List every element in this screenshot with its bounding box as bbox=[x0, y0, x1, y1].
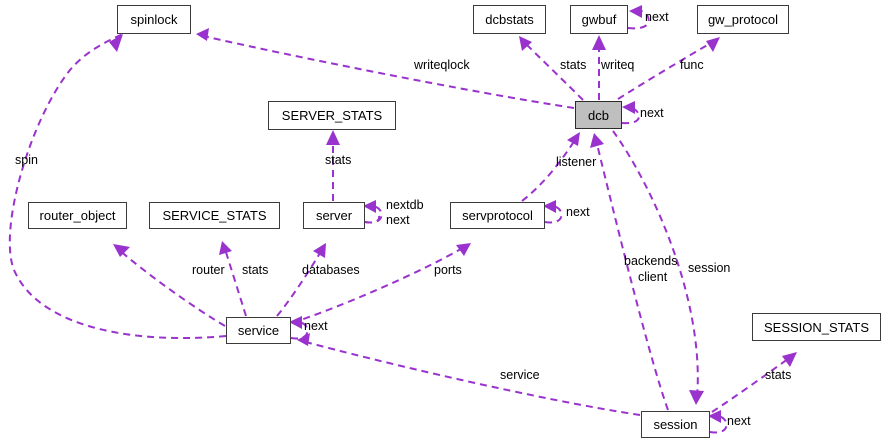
edge-session-session bbox=[708, 410, 728, 434]
edge-session-service bbox=[297, 333, 641, 416]
edge-label-next-session: next bbox=[727, 414, 751, 428]
edge-server-server-next bbox=[364, 215, 381, 224]
node-server[interactable]: server bbox=[303, 202, 365, 229]
node-dcbstats[interactable]: dcbstats bbox=[473, 5, 546, 34]
edge-session-sessionstats bbox=[711, 352, 797, 413]
edge-service-service bbox=[289, 316, 309, 340]
edge-label-func: func bbox=[680, 58, 704, 72]
edge-dcb-spinlock bbox=[196, 28, 575, 109]
node-dcb[interactable]: dcb bbox=[575, 101, 622, 129]
node-session-stats[interactable]: SESSION_STATS bbox=[752, 313, 881, 341]
edge-label-spin: spin bbox=[15, 153, 38, 167]
node-service-stats[interactable]: SERVICE_STATS bbox=[149, 202, 280, 229]
edge-session-dcb-backends bbox=[590, 133, 669, 411]
node-label: dcb bbox=[588, 107, 609, 123]
node-server-stats[interactable]: SERVER_STATS bbox=[268, 101, 396, 130]
edge-service-servprotocol bbox=[291, 243, 471, 324]
edge-label-session: session bbox=[688, 261, 731, 275]
edge-label-next-service: next bbox=[304, 319, 328, 333]
edge-label-next-gwbuf: next bbox=[645, 10, 669, 24]
edge-dcb-gwbuf bbox=[592, 35, 606, 100]
node-servprotocol[interactable]: servprotocol bbox=[450, 202, 545, 229]
edge-label-writeq: writeq bbox=[601, 58, 635, 72]
edge-label-stats-dcb-dcbstats: stats bbox=[560, 58, 587, 72]
node-label: dcbstats bbox=[485, 12, 534, 27]
node-router-object[interactable]: router_object bbox=[28, 202, 127, 229]
edge-service-routerobject bbox=[113, 244, 226, 327]
node-gwbuf[interactable]: gwbuf bbox=[570, 5, 628, 34]
edge-label-stats-service: stats bbox=[242, 263, 269, 277]
edge-label-ports: ports bbox=[434, 263, 462, 277]
edge-label-nextdb: nextdb bbox=[386, 198, 424, 212]
edge-dcb-gwprotocol bbox=[617, 37, 720, 100]
edge-label-next-dcb: next bbox=[640, 106, 664, 120]
edge-label-next-servprotocol: next bbox=[566, 205, 590, 219]
node-label: router_object bbox=[39, 208, 116, 223]
edge-dcb-session bbox=[612, 130, 704, 405]
edge-dcb-dcb bbox=[621, 101, 640, 125]
edge-label-router: router bbox=[192, 263, 225, 277]
node-label: service bbox=[237, 323, 280, 338]
edge-label-writeqlock: writeqlock bbox=[414, 58, 470, 72]
edge-label-service: service bbox=[500, 368, 540, 382]
edge-label-stats-session: stats bbox=[765, 368, 792, 382]
node-label: SESSION_STATS bbox=[764, 319, 869, 335]
node-label: spinlock bbox=[130, 12, 178, 27]
edge-service-server bbox=[276, 243, 326, 317]
node-label: SERVICE_STATS bbox=[162, 208, 267, 223]
node-spinlock[interactable]: spinlock bbox=[117, 5, 191, 34]
node-service[interactable]: service bbox=[226, 317, 291, 344]
node-session[interactable]: session bbox=[641, 411, 710, 438]
edge-server-server-nextdb bbox=[363, 200, 383, 224]
node-gw-protocol[interactable]: gw_protocol bbox=[697, 5, 789, 34]
edge-label-client: client bbox=[638, 270, 668, 284]
edge-servprotocol-self bbox=[543, 200, 563, 224]
edge-server-serverstats bbox=[326, 130, 340, 201]
edge-gwbuf-gwbuf bbox=[627, 5, 650, 30]
edge-label-backends: backends bbox=[624, 254, 678, 268]
edge-label-stats-server: stats bbox=[325, 153, 352, 167]
edge-dcb-dcbstats bbox=[519, 36, 584, 101]
edge-service-servicestats bbox=[219, 241, 247, 317]
edge-label-databases: databases bbox=[302, 263, 360, 277]
edge-servprotocol-dcb bbox=[521, 132, 580, 202]
node-label: gwbuf bbox=[581, 12, 617, 27]
node-label: servprotocol bbox=[462, 208, 533, 223]
node-label: session bbox=[653, 417, 698, 432]
node-label: server bbox=[315, 208, 353, 223]
edge-label-listener: listener bbox=[556, 155, 597, 169]
edge-service-spinlock bbox=[8, 33, 227, 340]
edge-label-next-server: next bbox=[386, 213, 410, 227]
node-label: SERVER_STATS bbox=[281, 108, 383, 123]
node-label: gw_protocol bbox=[707, 12, 779, 27]
